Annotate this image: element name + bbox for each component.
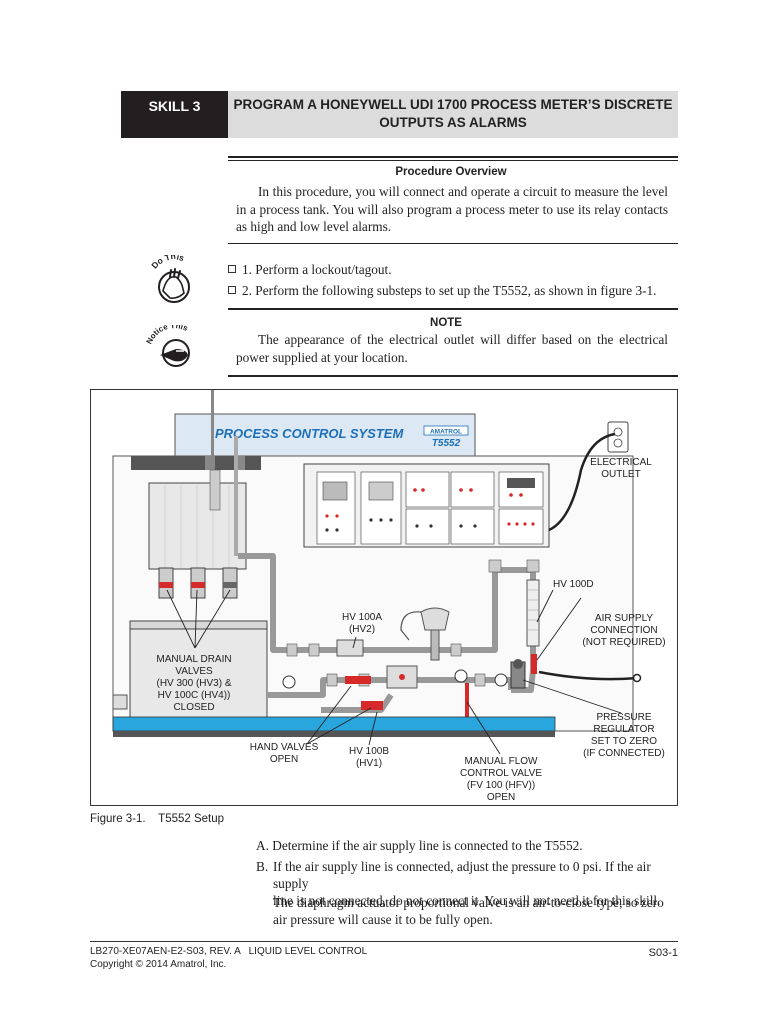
overview-top-rule — [228, 156, 678, 158]
substep-a-text: Determine if the air supply line is conn… — [272, 838, 583, 853]
substep-a-letter: A. — [256, 838, 269, 853]
footer-doc-id: LB270-XE07AEN-E2-S03, REV. A LIQUID LEVE… — [90, 946, 368, 957]
overview-top-rule-thin — [228, 160, 678, 161]
svg-text:Do This: Do This — [149, 255, 185, 271]
overview-bottom-rule — [228, 243, 678, 244]
skill-title-line-1: PROGRAM A HONEYWELL UDI 1700 PROCESS MET… — [233, 97, 673, 112]
substep-a: A. Determine if the air supply line is c… — [256, 837, 583, 854]
skill-title: PROGRAM A HONEYWELL UDI 1700 PROCESS MET… — [228, 91, 678, 138]
amatrol-brand: AMATROL — [430, 429, 462, 436]
label-hv100a: HV 100A(HV2) — [341, 612, 383, 635]
substep-b: If the air supply line is connected, adj… — [273, 858, 683, 909]
procedure-overview-body: In this procedure, you will connect and … — [236, 184, 668, 234]
note-bottom-rule — [228, 375, 678, 377]
step-2: 2. Perform the following substeps to set… — [228, 283, 657, 299]
note-body: The appearance of the electrical outlet … — [236, 332, 668, 365]
footer-info: LB270-XE07AEN-E2-S03, REV. A LIQUID LEVE… — [90, 945, 367, 971]
procedure-overview-heading: Procedure Overview — [395, 166, 507, 178]
figure-caption: Figure 3-1. T5552 Setup — [90, 813, 225, 825]
substep-b-line-1: If the air supply line is connected, adj… — [273, 859, 651, 891]
substep-b-letter: B. — [256, 859, 269, 874]
substep-b-note-line-1: The diaphragm actuator proportional valv… — [273, 895, 664, 910]
step-1: 1. Perform a lockout/tagout. — [228, 262, 392, 278]
model-number: T5552 — [432, 438, 461, 449]
note-top-rule — [228, 308, 678, 310]
footer-copyright: Copyright © 2014 Amatrol, Inc. — [90, 959, 227, 970]
notice-this-icon: Notice This — [145, 321, 202, 373]
label-hv100d: HV 100D — [553, 579, 594, 590]
step-1-checkbox[interactable] — [228, 265, 236, 273]
page-number: S03-1 — [648, 947, 678, 959]
label-hv100b: HV 100B(HV1) — [348, 746, 390, 769]
figure-t5552-setup: PROCESS CONTROL SYSTEM AMATROL T5552 — [90, 389, 678, 806]
note-heading: NOTE — [430, 317, 462, 329]
step-2-checkbox[interactable] — [228, 286, 236, 294]
substep-b-line-2: line is not connected, do not connect it… — [273, 893, 661, 908]
step-2-text: 2. Perform the following substeps to set… — [242, 283, 657, 298]
skill-title-line-2: OUTPUTS AS ALARMS — [379, 115, 527, 130]
t5552-illustration: PROCESS CONTROL SYSTEM AMATROL T5552 — [112, 390, 642, 755]
step-1-text: 1. Perform a lockout/tagout. — [242, 262, 392, 277]
substep-b-note: The diaphragm actuator proportional valv… — [273, 894, 683, 928]
footer-rule — [90, 941, 678, 942]
skill-label: SKILL 3 — [121, 91, 228, 138]
do-this-icon: Do This — [146, 251, 202, 307]
do-this-text: Do This — [149, 251, 185, 271]
banner-title: PROCESS CONTROL SYSTEM — [215, 426, 404, 441]
substep-b-note-line-2: air pressure will cause it to be fully o… — [273, 912, 493, 927]
